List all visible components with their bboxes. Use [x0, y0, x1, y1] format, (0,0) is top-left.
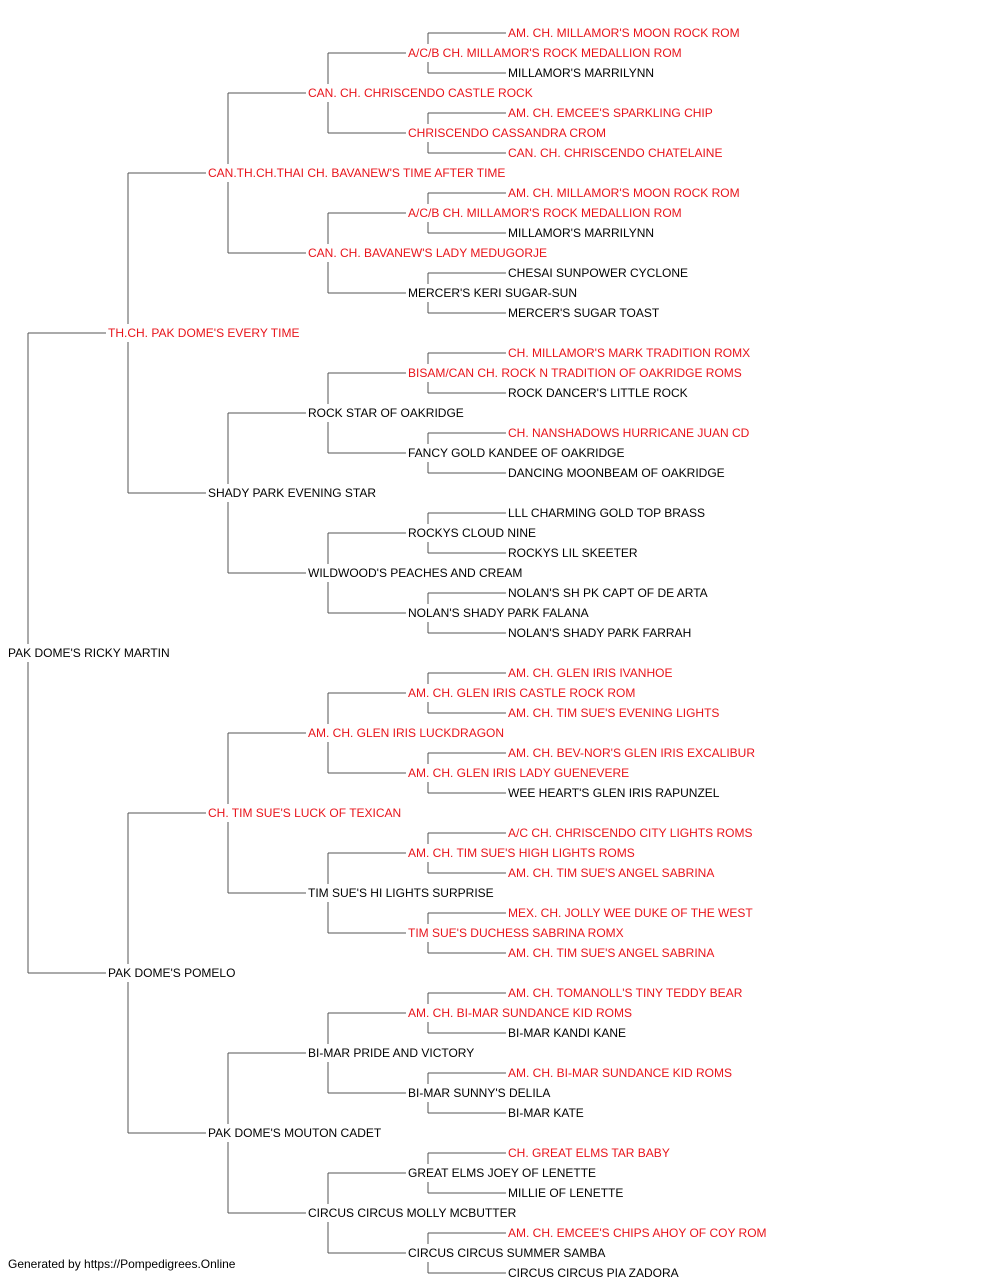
dog-name-gen5-13: ROCKYS LIL SKEETER — [508, 546, 638, 560]
dog-name-gen5-15: NOLAN'S SHADY PARK FARRAH — [508, 626, 691, 640]
dog-names: PAK DOME'S RICKY MARTIN TH.CH. PAK DOME'S… — [8, 26, 767, 1280]
dog-name-gen1-0: TH.CH. PAK DOME'S EVERY TIME — [108, 326, 299, 340]
dog-name-gen5-4: AM. CH. MILLAMOR'S MOON ROCK ROM — [508, 186, 740, 200]
dog-name-gen3-1: CAN. CH. BAVANEW'S LADY MEDUGORJE — [308, 246, 547, 260]
dog-name-gen3-7: CIRCUS CIRCUS MOLLY MCBUTTER — [308, 1206, 517, 1220]
dog-name-gen0-0: PAK DOME'S RICKY MARTIN — [8, 646, 170, 660]
dog-name-gen1-1: PAK DOME'S POMELO — [108, 966, 235, 980]
dog-name-gen3-0: CAN. CH. CHRISCENDO CASTLE ROCK — [308, 86, 533, 100]
dog-name-gen4-9: AM. CH. GLEN IRIS LADY GUENEVERE — [408, 766, 629, 780]
dog-name-gen5-21: AM. CH. TIM SUE'S ANGEL SABRINA — [508, 866, 714, 880]
dog-name-gen5-14: NOLAN'S SH PK CAPT OF DE ARTA — [508, 586, 708, 600]
dog-name-gen5-29: MILLIE OF LENETTE — [508, 1186, 623, 1200]
footer-credit: Generated by https://Pompedigrees.Online — [8, 1257, 236, 1271]
dog-name-gen4-13: BI-MAR SUNNY'S DELILA — [408, 1086, 550, 1100]
dog-name-gen2-3: PAK DOME'S MOUTON CADET — [208, 1126, 382, 1140]
dog-name-gen4-3: MERCER'S KERI SUGAR-SUN — [408, 286, 577, 300]
dog-name-gen5-18: AM. CH. BEV-NOR'S GLEN IRIS EXCALIBUR — [508, 746, 755, 760]
dog-name-gen5-16: AM. CH. GLEN IRIS IVANHOE — [508, 666, 672, 680]
dog-name-gen4-10: AM. CH. TIM SUE'S HIGH LIGHTS ROMS — [408, 846, 635, 860]
dog-name-gen3-2: ROCK STAR OF OAKRIDGE — [308, 406, 464, 420]
dog-name-gen5-24: AM. CH. TOMANOLL'S TINY TEDDY BEAR — [508, 986, 743, 1000]
dog-name-gen4-4: BISAM/CAN CH. ROCK N TRADITION OF OAKRID… — [408, 366, 742, 380]
dog-name-gen5-12: LLL CHARMING GOLD TOP BRASS — [508, 506, 705, 520]
dog-name-gen4-6: ROCKYS CLOUD NINE — [408, 526, 536, 540]
dog-name-gen5-5: MILLAMOR'S MARRILYNN — [508, 226, 654, 240]
connector-lines — [27, 32, 506, 1274]
dog-name-gen5-20: A/C CH. CHRISCENDO CITY LIGHTS ROMS — [508, 826, 752, 840]
dog-name-gen2-2: CH. TIM SUE'S LUCK OF TEXICAN — [208, 806, 401, 820]
dog-name-gen4-15: CIRCUS CIRCUS SUMMER SAMBA — [408, 1246, 605, 1260]
dog-name-gen2-0: CAN.TH.CH.THAI CH. BAVANEW'S TIME AFTER … — [208, 166, 505, 180]
dog-name-gen5-26: AM. CH. BI-MAR SUNDANCE KID ROMS — [508, 1066, 732, 1080]
dog-name-gen4-11: TIM SUE'S DUCHESS SABRINA ROMX — [408, 926, 624, 940]
dog-name-gen3-5: TIM SUE'S HI LIGHTS SURPRISE — [308, 886, 494, 900]
dog-name-gen5-30: AM. CH. EMCEE'S CHIPS AHOY OF COY ROM — [508, 1226, 767, 1240]
dog-name-gen5-7: MERCER'S SUGAR TOAST — [508, 306, 660, 320]
dog-name-gen5-19: WEE HEART'S GLEN IRIS RAPUNZEL — [508, 786, 720, 800]
dog-name-gen5-27: BI-MAR KATE — [508, 1106, 584, 1120]
dog-name-gen3-3: WILDWOOD'S PEACHES AND CREAM — [308, 566, 522, 580]
dog-name-gen4-0: A/C/B CH. MILLAMOR'S ROCK MEDALLION ROM — [408, 46, 682, 60]
dog-name-gen3-6: BI-MAR PRIDE AND VICTORY — [308, 1046, 474, 1060]
dog-name-gen5-8: CH. MILLAMOR'S MARK TRADITION ROMX — [508, 346, 750, 360]
dog-name-gen4-1: CHRISCENDO CASSANDRA CROM — [408, 126, 606, 140]
dog-name-gen5-17: AM. CH. TIM SUE'S EVENING LIGHTS — [508, 706, 719, 720]
dog-name-gen5-23: AM. CH. TIM SUE'S ANGEL SABRINA — [508, 946, 714, 960]
dog-name-gen5-1: MILLAMOR'S MARRILYNN — [508, 66, 654, 80]
dog-name-gen5-0: AM. CH. MILLAMOR'S MOON ROCK ROM — [508, 26, 740, 40]
dog-name-gen4-2: A/C/B CH. MILLAMOR'S ROCK MEDALLION ROM — [408, 206, 682, 220]
dog-name-gen5-25: BI-MAR KANDI KANE — [508, 1026, 626, 1040]
dog-name-gen5-3: CAN. CH. CHRISCENDO CHATELAINE — [508, 146, 722, 160]
dog-name-gen5-28: CH. GREAT ELMS TAR BABY — [508, 1146, 670, 1160]
dog-name-gen2-1: SHADY PARK EVENING STAR — [208, 486, 376, 500]
dog-name-gen5-11: DANCING MOONBEAM OF OAKRIDGE — [508, 466, 725, 480]
dog-name-gen4-7: NOLAN'S SHADY PARK FALANA — [408, 606, 589, 620]
dog-name-gen5-9: ROCK DANCER'S LITTLE ROCK — [508, 386, 688, 400]
dog-name-gen4-5: FANCY GOLD KANDEE OF OAKRIDGE — [408, 446, 625, 460]
dog-name-gen4-8: AM. CH. GLEN IRIS CASTLE ROCK ROM — [408, 686, 635, 700]
dog-name-gen5-6: CHESAI SUNPOWER CYCLONE — [508, 266, 688, 280]
dog-name-gen5-10: CH. NANSHADOWS HURRICANE JUAN CD — [508, 426, 750, 440]
dog-name-gen5-22: MEX. CH. JOLLY WEE DUKE OF THE WEST — [508, 906, 753, 920]
dog-name-gen4-12: AM. CH. BI-MAR SUNDANCE KID ROMS — [408, 1006, 632, 1020]
dog-name-gen5-2: AM. CH. EMCEE'S SPARKLING CHIP — [508, 106, 713, 120]
dog-name-gen3-4: AM. CH. GLEN IRIS LUCKDRAGON — [308, 726, 504, 740]
dog-name-gen5-31: CIRCUS CIRCUS PIA ZADORA — [508, 1266, 679, 1280]
dog-name-gen4-14: GREAT ELMS JOEY OF LENETTE — [408, 1166, 596, 1180]
